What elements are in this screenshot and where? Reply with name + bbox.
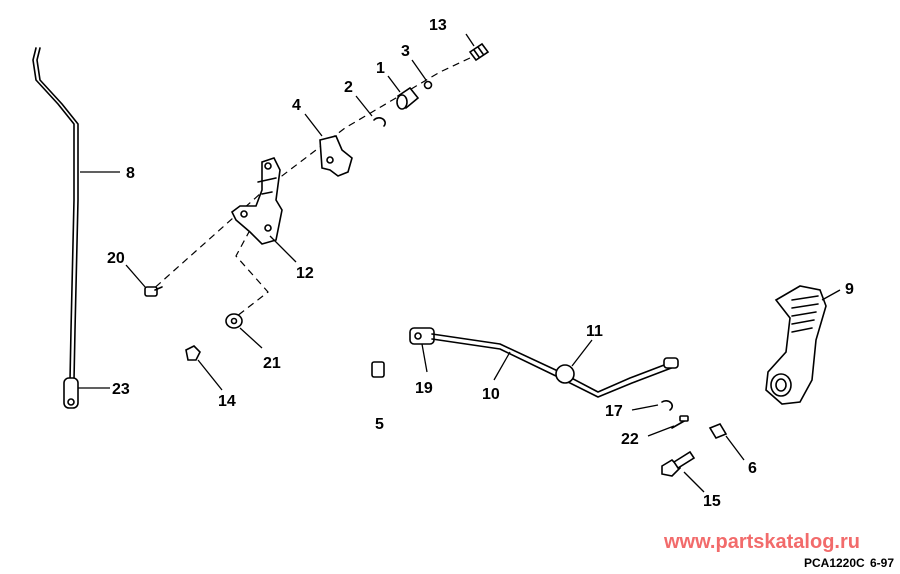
label-9: 9 (845, 281, 854, 298)
part-11-grommet (555, 364, 575, 384)
drawing-code: PCA1220C (804, 556, 865, 570)
part-14-nut (185, 345, 201, 361)
label-8: 8 (126, 165, 135, 182)
part-3-washer (423, 80, 433, 90)
label-12: 12 (296, 265, 314, 282)
label-19: 19 (415, 380, 433, 397)
label-2: 2 (344, 79, 353, 96)
part-10-link-rod (431, 333, 679, 398)
label-3: 3 (401, 43, 410, 60)
label-1: 1 (376, 60, 385, 77)
label-5: 5 (375, 416, 384, 433)
label-15: 15 (703, 493, 721, 510)
part-6-nut (708, 423, 728, 439)
part-23-rod-end (63, 377, 79, 409)
label-14: 14 (218, 393, 236, 410)
part-13-screw (468, 42, 490, 62)
label-11: 11 (586, 323, 603, 340)
label-6: 6 (748, 460, 757, 477)
part-17-clip (661, 400, 674, 411)
part-8-rod (32, 47, 79, 381)
part-20-screw (144, 286, 163, 297)
watermark: www.partskatalog.ru (664, 531, 860, 553)
label-13: 13 (429, 17, 447, 34)
part-4-cam (319, 135, 353, 177)
date-code: 6-97 (870, 556, 895, 570)
part-22-pin (671, 415, 689, 429)
part-15-bolt (661, 450, 696, 477)
part-12-bracket (230, 157, 283, 245)
label-20: 20 (107, 250, 125, 267)
label-4: 4 (292, 97, 301, 114)
assembly-axis-line-2 (231, 229, 269, 321)
part-2-clip (373, 117, 386, 127)
part-9-handle (765, 285, 827, 405)
part-1-roller (396, 86, 420, 110)
assembly-axis-line (149, 57, 471, 293)
label-10: 10 (482, 386, 500, 403)
part-21-washer (225, 313, 243, 329)
part-19-rod-end (409, 327, 435, 345)
leader-lines (78, 33, 841, 493)
part-5-clip-nut (371, 361, 385, 378)
label-23: 23 (112, 381, 130, 398)
label-17: 17 (605, 403, 623, 420)
label-21: 21 (263, 355, 281, 372)
label-22: 22 (621, 431, 639, 448)
